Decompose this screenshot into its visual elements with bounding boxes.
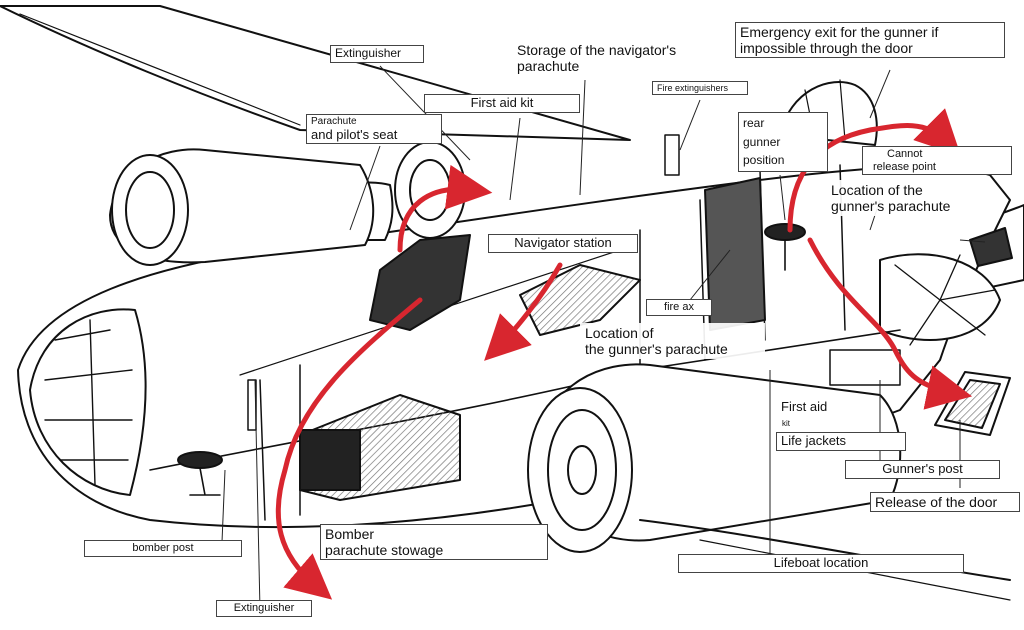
label-life-jackets: Life jackets <box>776 432 906 451</box>
label-line: release point <box>873 160 936 173</box>
label-line: Emergency exit for the gunner if <box>740 24 939 40</box>
label-text: Navigator station <box>514 235 612 250</box>
label-release-door: Release of the door <box>870 492 1020 513</box>
label-line: the gunner's parachute <box>585 341 728 358</box>
escape-route-navigator <box>484 262 563 361</box>
label-parachute-pilot-seat: Parachute and pilot's seat <box>306 114 442 145</box>
label-text: Extinguisher <box>335 46 402 60</box>
gunner-seat <box>764 223 806 241</box>
label-rear-gunner-position: rear gunner position <box>738 112 828 172</box>
label-line: parachute <box>517 58 580 75</box>
label-line: and pilot's seat <box>311 126 398 142</box>
label-text: fire ax <box>664 301 694 313</box>
label-line: gunner <box>743 134 781 149</box>
label-text: Life jackets <box>781 433 847 448</box>
escape-route-bomber <box>275 297 423 600</box>
label-line: impossible through the door <box>740 40 913 57</box>
lifeboat-outline <box>829 349 901 386</box>
label-navigator-station: Navigator station <box>488 234 638 253</box>
label-emergency-exit: Emergency exit for the gunner if impossi… <box>735 22 1005 59</box>
label-gunner-parachute-rear: Location of the gunner's parachute <box>826 180 976 217</box>
label-text: First aid kit <box>470 95 534 110</box>
label-text: Fire extinguishers <box>657 83 729 93</box>
label-gunner-parachute-mid: Location of the gunner's parachute <box>580 323 765 360</box>
label-fire-ax: fire ax <box>646 299 712 316</box>
label-line: Location of <box>585 325 654 341</box>
label-cannot-release-point: Cannot release point <box>862 146 1012 176</box>
label-line: Location of the <box>831 182 923 198</box>
nose-glazing <box>29 308 147 496</box>
label-text: Extinguisher <box>233 602 295 614</box>
label-bomber-parachute: Bomber parachute stowage <box>320 524 548 561</box>
label-line: Cannot <box>887 148 923 160</box>
label-text: Lifeboat location <box>773 555 869 570</box>
gunner-cabinet <box>704 177 766 331</box>
label-first-aid-kit: First aid kit <box>424 94 580 113</box>
label-line: position <box>743 153 785 168</box>
label-lifeboat-location: Lifeboat location <box>678 554 964 573</box>
label-text: bomber post <box>132 542 194 554</box>
label-line: gunner's parachute <box>831 198 951 215</box>
label-line: rear <box>743 116 765 130</box>
escape-route-pilot <box>397 164 493 253</box>
pilot-seat <box>369 234 471 331</box>
tail-cone <box>879 253 1001 341</box>
label-text: First aid <box>781 399 828 414</box>
label-kit: kit <box>779 418 809 430</box>
label-text: Release of the door <box>875 494 998 510</box>
label-text: kit <box>782 419 790 428</box>
label-line: parachute stowage <box>325 542 444 559</box>
label-extinguisher-bottom: Extinguisher <box>216 600 312 617</box>
label-extinguisher-top: Extinguisher <box>330 45 424 63</box>
label-navigator-parachute-storage: Storage of the navigator's parachute <box>512 40 712 77</box>
rear-parachute-box <box>969 227 1013 267</box>
label-text: Gunner's post <box>882 461 963 476</box>
bomber-seat <box>177 451 223 469</box>
label-gunners-post: Gunner's post <box>845 460 1000 479</box>
label-bomber-post: bomber post <box>84 540 242 557</box>
label-line: Storage of the navigator's <box>517 42 677 58</box>
label-first-aid: First aid <box>776 398 866 417</box>
escape-route-gunner-door <box>807 237 973 410</box>
escape-route-gunner-roof <box>787 108 961 233</box>
label-fire-extinguishers: Fire extinguishers <box>652 81 748 96</box>
label-line: Parachute <box>311 116 357 127</box>
label-line: Bomber <box>325 526 375 542</box>
